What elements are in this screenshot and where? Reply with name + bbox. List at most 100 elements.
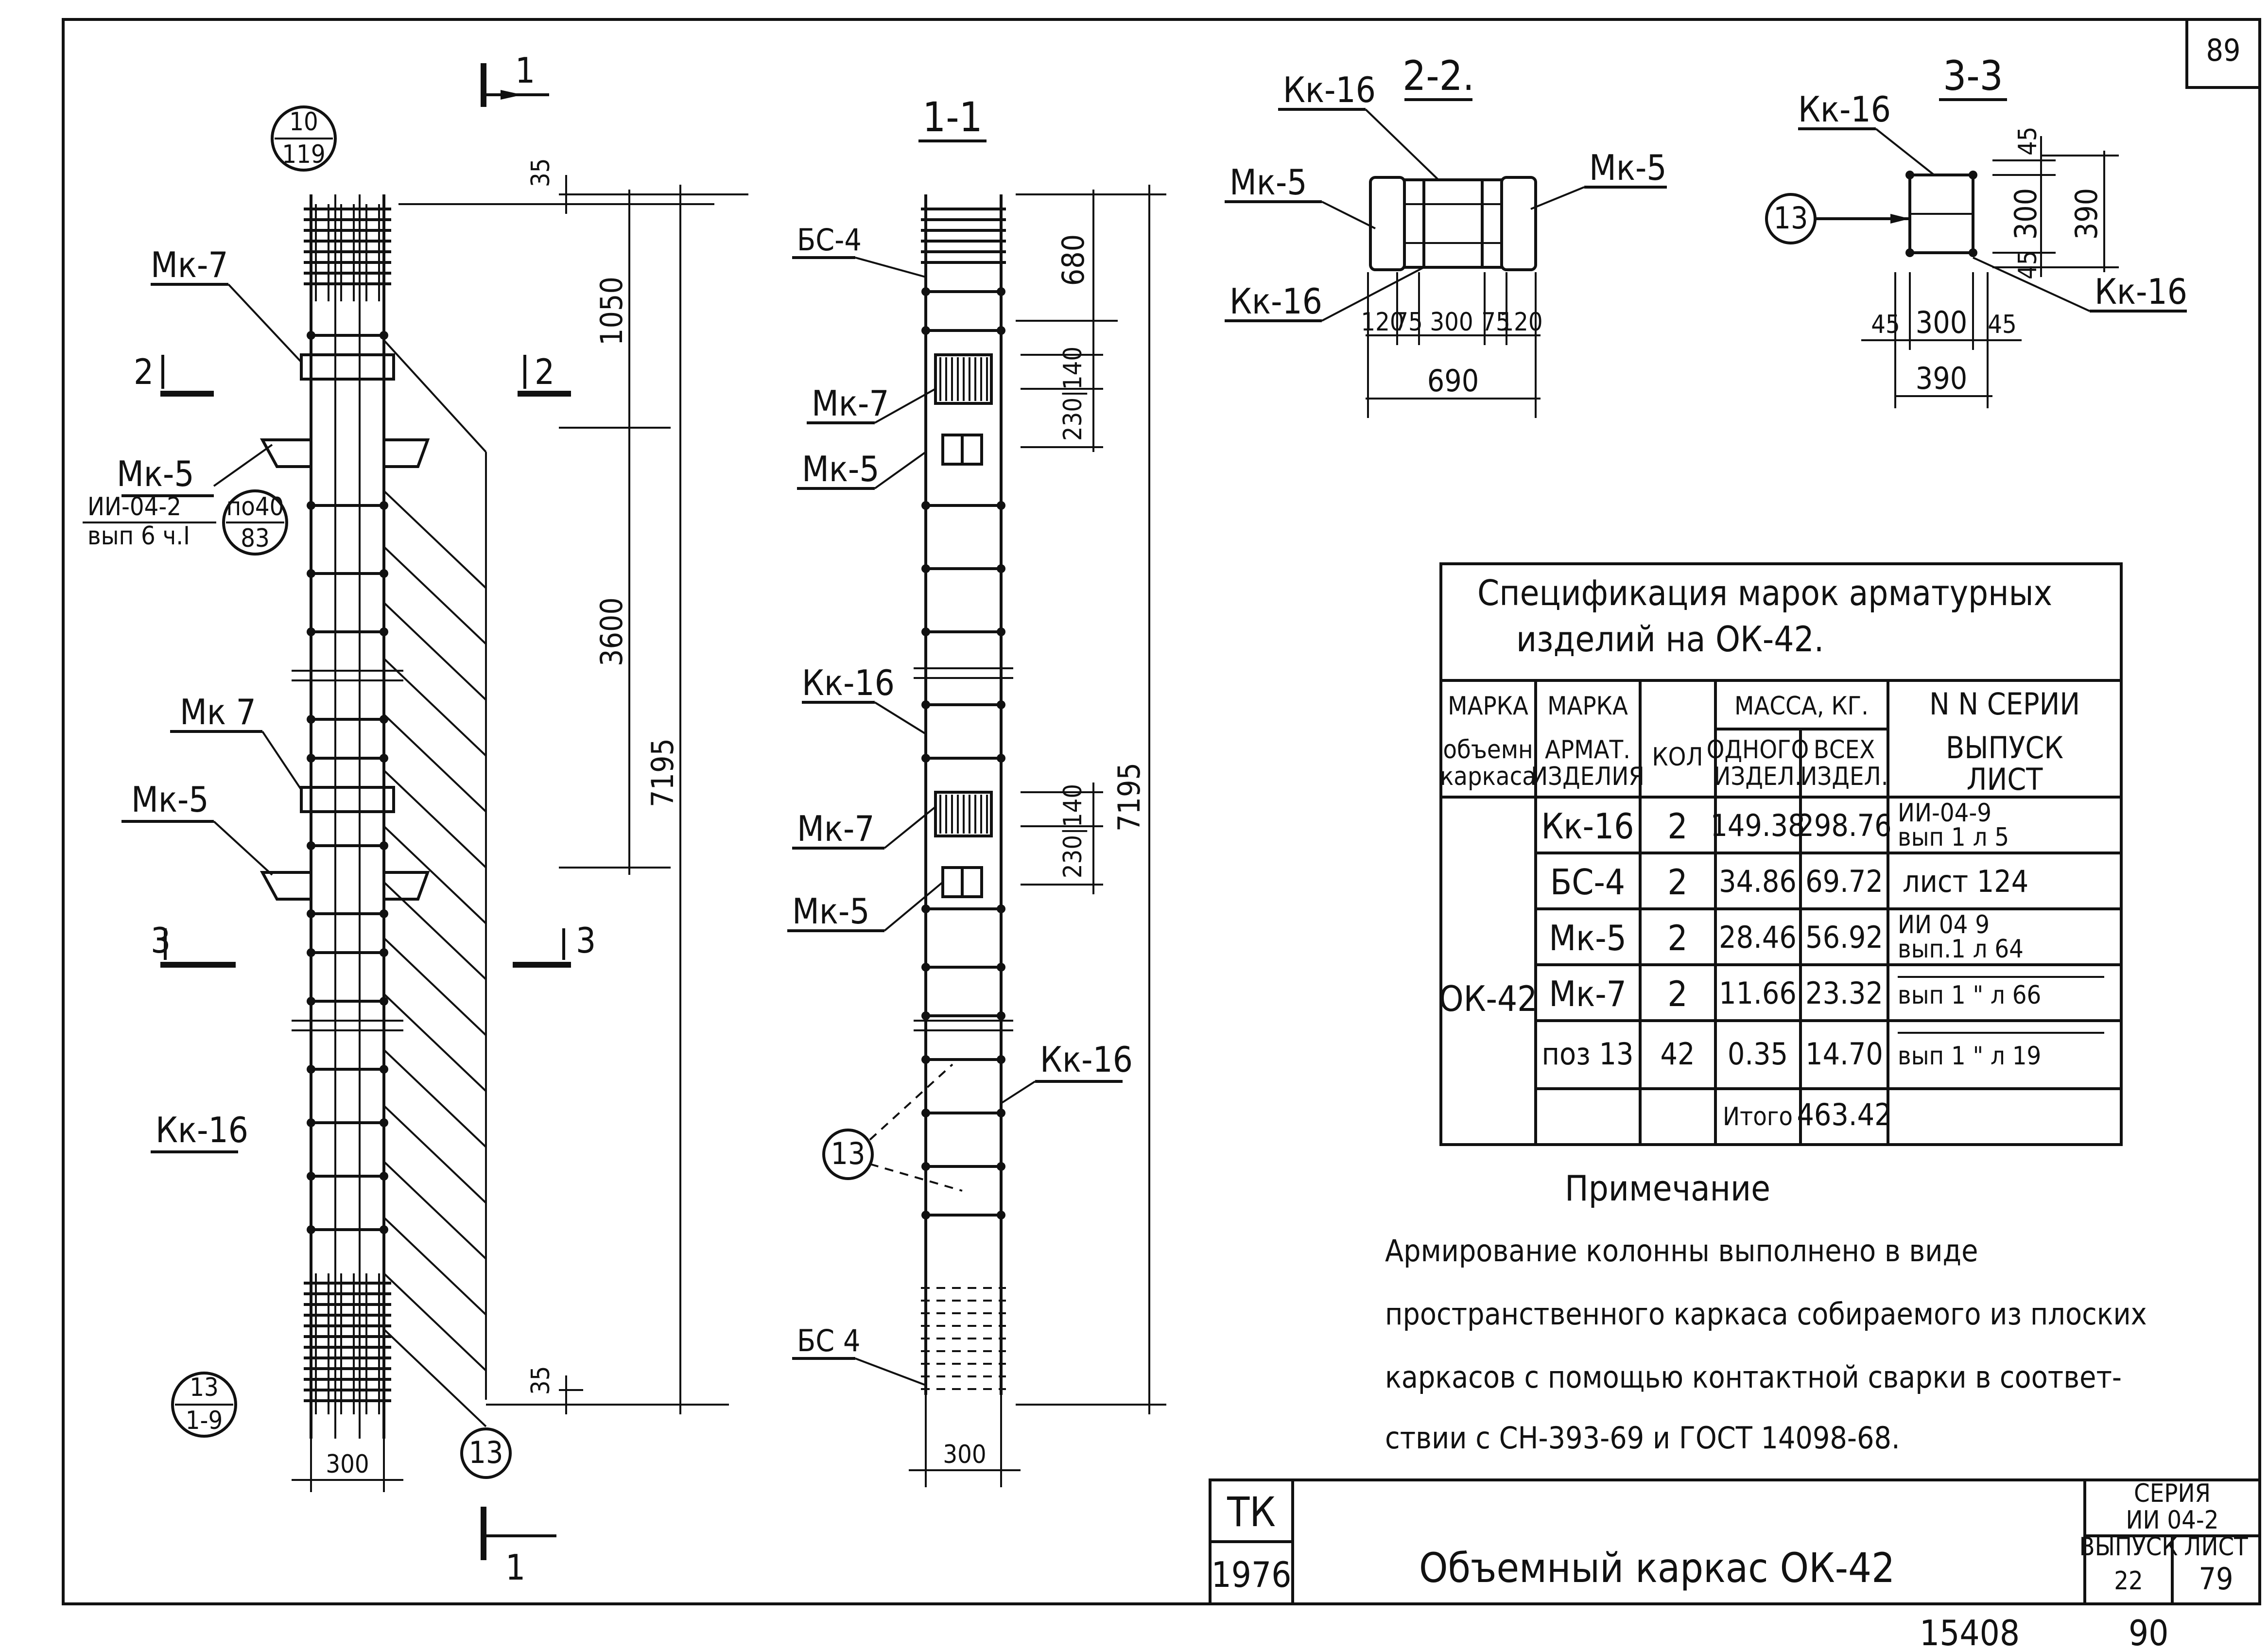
s11-dim-7195: 7195 bbox=[1111, 763, 1147, 832]
s22-dim-75b: 75 bbox=[1481, 308, 1510, 337]
label-kk16: Кк-16 bbox=[156, 1110, 248, 1150]
section-3-3-title: 3-3 bbox=[1943, 52, 2003, 100]
s11-label-mk7-top: Мк-7 bbox=[812, 383, 889, 424]
rebar-dot bbox=[307, 909, 315, 918]
hdr-col2-a: МАРКА bbox=[1547, 692, 1628, 721]
dim-7195: 7195 bbox=[645, 738, 680, 807]
section-2-2-title: 2-2. bbox=[1402, 52, 1474, 100]
rebar-dot bbox=[307, 501, 315, 510]
dim-3600: 3600 bbox=[594, 597, 629, 666]
hatch-line bbox=[383, 1105, 487, 1204]
svg-text:Мк-5: Мк-5 bbox=[1549, 918, 1627, 958]
rebar-dot bbox=[921, 501, 930, 510]
svg-text:13: 13 bbox=[831, 1136, 866, 1171]
rebar-dot bbox=[921, 1162, 930, 1171]
rebar-dot bbox=[380, 909, 388, 918]
rebar-dot bbox=[380, 1225, 388, 1234]
table-row: поз 13 42 0.35 14.70 вып 1 " л 19 bbox=[1542, 1036, 2042, 1072]
hdr-col2-b: АРМАТ. bbox=[1545, 735, 1630, 765]
s11-dim-230-140-mid: 230|140 bbox=[1058, 784, 1088, 878]
mk7-plate-top bbox=[300, 353, 395, 381]
svg-text:1-9: 1-9 bbox=[186, 1406, 223, 1435]
hdr-col45: МАССА, КГ. bbox=[1734, 692, 1869, 721]
table-row-total: Итого 463.42 bbox=[1723, 1097, 1892, 1132]
label-mk7-top: Мк-7 bbox=[151, 244, 228, 285]
rebar-dot bbox=[380, 997, 388, 1006]
hatch-line bbox=[383, 1328, 487, 1427]
hatch-line bbox=[383, 937, 487, 1036]
s11-label-mk5-mid: Мк-5 bbox=[792, 891, 870, 932]
dim-35-bottom: 35 bbox=[526, 1366, 555, 1395]
rebar-dot bbox=[307, 997, 315, 1006]
rebar-dot bbox=[380, 331, 388, 340]
s33-dim-390-h: 390 bbox=[1916, 361, 1967, 396]
svg-text:вып 1 " л 19: вып 1 " л 19 bbox=[1898, 1042, 2041, 1071]
tb-issue-label: ВЫПУСК bbox=[2079, 1532, 2178, 1562]
svg-text:ИИ 04 9: ИИ 04 9 bbox=[1898, 910, 1990, 939]
svg-text:2: 2 bbox=[1667, 862, 1687, 903]
hdr-col2-c: ИЗДЕЛИЯ bbox=[1531, 762, 1645, 791]
svg-text:298.76: 298.76 bbox=[1797, 808, 1891, 843]
hatch-line bbox=[383, 881, 487, 980]
label-mk5-mid: Мк-5 bbox=[131, 779, 209, 820]
rebar-dot bbox=[307, 1172, 315, 1181]
note-line-2: пространственного каркаса собираемого из… bbox=[1385, 1296, 2147, 1332]
spec-title-line1: Спецификация марок арматурных bbox=[1477, 573, 2052, 613]
s22-dim-690: 690 bbox=[1427, 363, 1479, 399]
svg-text:149.38: 149.38 bbox=[1710, 808, 1805, 843]
rebar-dot bbox=[997, 564, 1005, 573]
s33-dim-390-v: 390 bbox=[2069, 188, 2104, 240]
dim-300-elev: 300 bbox=[326, 1450, 369, 1479]
label-mk5-ref-issue: вып 6 ч.I bbox=[87, 522, 190, 551]
section-bottom-label: 1 bbox=[505, 1547, 525, 1588]
svg-text:0.35: 0.35 bbox=[1728, 1036, 1788, 1072]
s33-dim-300-h: 300 bbox=[1916, 305, 1967, 340]
spec-title-line2: изделий на ОК-42. bbox=[1516, 619, 1824, 660]
sheet-frame bbox=[62, 18, 2261, 1605]
section-3-3-view: 3-3 Кк-16 13 Кк-16 45 300 45 390 bbox=[1765, 52, 2187, 408]
svg-text:83: 83 bbox=[241, 524, 270, 553]
note-line-1: Армирование колонны выполнено в виде bbox=[1385, 1233, 1978, 1269]
mk7-plate-mid bbox=[300, 786, 395, 813]
s11-label-mk7-mid: Мк-7 bbox=[797, 808, 875, 849]
hdr-col6-c: ЛИСТ bbox=[1967, 762, 2043, 797]
section-1-1-view: 1-1 БС-4 Мк-7 Мк-5 Кк-16 Мк-7 bbox=[787, 93, 1166, 1487]
rebar-dot bbox=[380, 754, 388, 763]
hatch-line bbox=[383, 769, 487, 869]
page-number-box bbox=[2185, 18, 2261, 89]
rebar-dot bbox=[307, 569, 315, 578]
rebar-dot bbox=[307, 754, 315, 763]
rebar-dot bbox=[380, 569, 388, 578]
svg-text:23.32: 23.32 bbox=[1805, 975, 1883, 1011]
stirrups-elevation bbox=[307, 331, 388, 1234]
rebar-dot bbox=[380, 627, 388, 636]
tb-series-value: ИИ 04-2 bbox=[2126, 1506, 2219, 1535]
label-mk5-ref-series: ИИ-04-2 bbox=[87, 492, 181, 522]
s11-mk7-top bbox=[934, 353, 993, 405]
svg-text:Кк-16: Кк-16 bbox=[1541, 806, 1634, 847]
s22-mk5-left bbox=[1369, 176, 1406, 271]
bottom-number-right: 90 bbox=[2129, 1613, 2168, 1652]
rebar-dot bbox=[997, 700, 1005, 709]
rebar-dot bbox=[921, 754, 930, 763]
rebar-dot bbox=[380, 841, 388, 850]
tb-series-label: СЕРИЯ bbox=[2134, 1479, 2211, 1508]
rebar-dot bbox=[307, 1118, 315, 1127]
s22-label-mk5-left: Мк-5 bbox=[1229, 162, 1307, 203]
svg-text:2: 2 bbox=[1667, 918, 1687, 958]
rebar-dot bbox=[307, 715, 315, 724]
hdr-col4-a: ОДНОГО bbox=[1707, 735, 1809, 765]
dim-35-top: 35 bbox=[526, 158, 555, 187]
pos13-marker bbox=[460, 1427, 512, 1479]
s22-dim-75a: 75 bbox=[1394, 308, 1423, 337]
rebar-dot bbox=[307, 331, 315, 340]
svg-text:2: 2 bbox=[134, 351, 154, 392]
hatch-line bbox=[383, 546, 487, 645]
s33-dim-45-v: 45 bbox=[2013, 250, 2043, 279]
rebar-dot bbox=[997, 627, 1005, 636]
rebar-dot bbox=[307, 1225, 315, 1234]
s22-label-kk16-top: Кк-16 bbox=[1283, 70, 1376, 110]
svg-text:3: 3 bbox=[151, 920, 171, 961]
note-block: Примечание Армирование колонны выполнено… bbox=[1385, 1168, 2147, 1456]
